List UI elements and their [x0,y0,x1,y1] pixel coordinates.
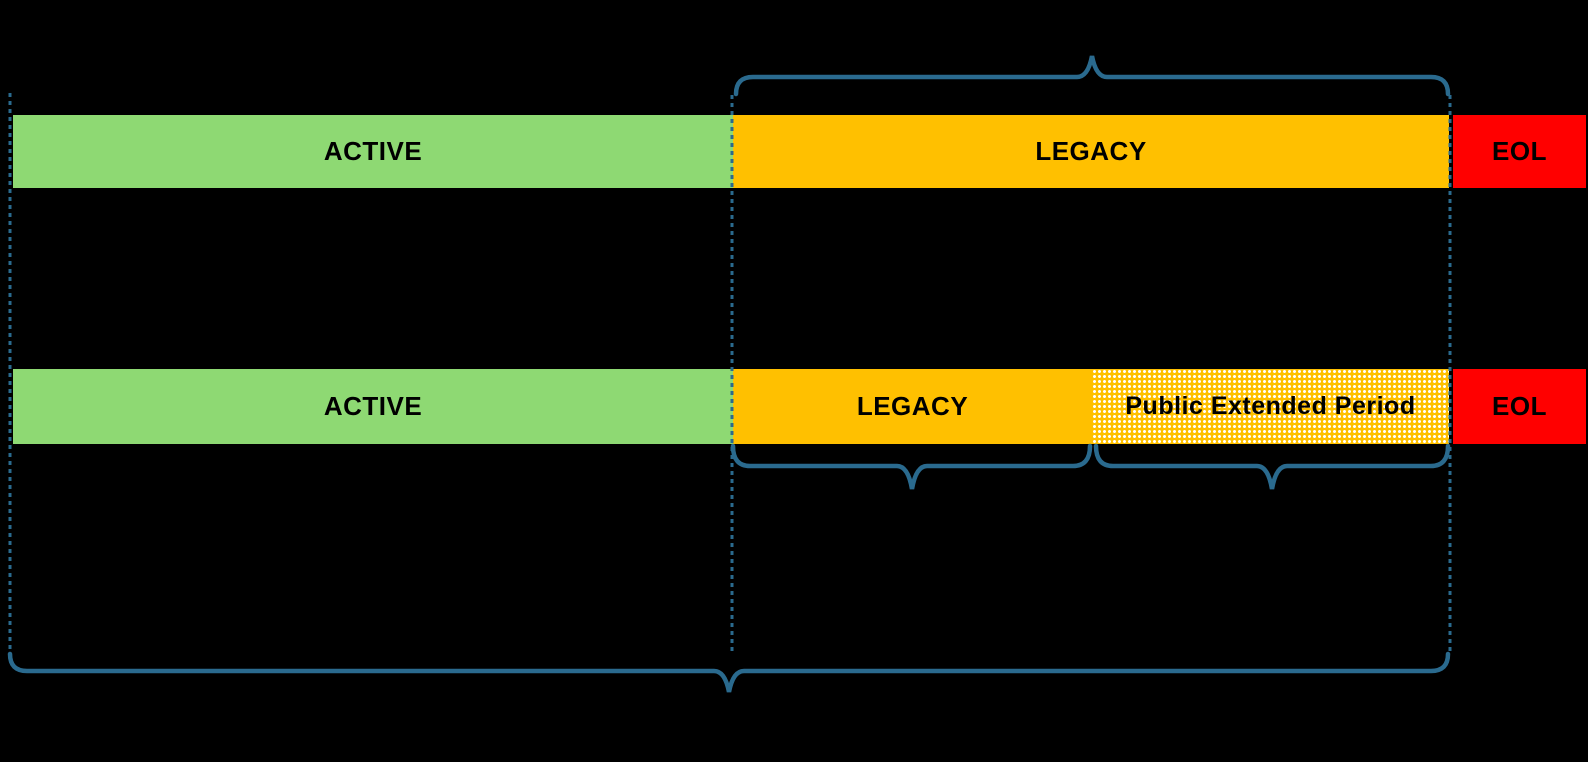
standard-legacy-label: LEGACY [1035,136,1147,166]
standard-legacy-brace [733,55,1451,97]
extended-eol-segment: EOL [1453,369,1586,444]
standard-eol-segment: EOL [1453,115,1586,188]
full-lifecycle-brace [7,651,1451,693]
public-extended-period-label: Public Extended Period [1125,392,1416,420]
legacy-phase-brace [730,443,1093,490]
standard-eol-label: EOL [1492,136,1547,166]
standard-legacy-segment: LEGACY [733,115,1449,188]
extended-legacy-segment: LEGACY [733,369,1092,444]
extended-eol-label: EOL [1492,391,1547,421]
extended-phase-brace [1093,443,1451,490]
standard-active-segment: ACTIVE [13,115,733,188]
extended-active-label: ACTIVE [323,391,423,421]
extended-legacy-label: LEGACY [856,391,969,421]
public-extended-period-segment: Public Extended Period [1092,369,1449,444]
extended-active-segment: ACTIVE [13,369,733,444]
standard-active-label: ACTIVE [323,136,423,166]
